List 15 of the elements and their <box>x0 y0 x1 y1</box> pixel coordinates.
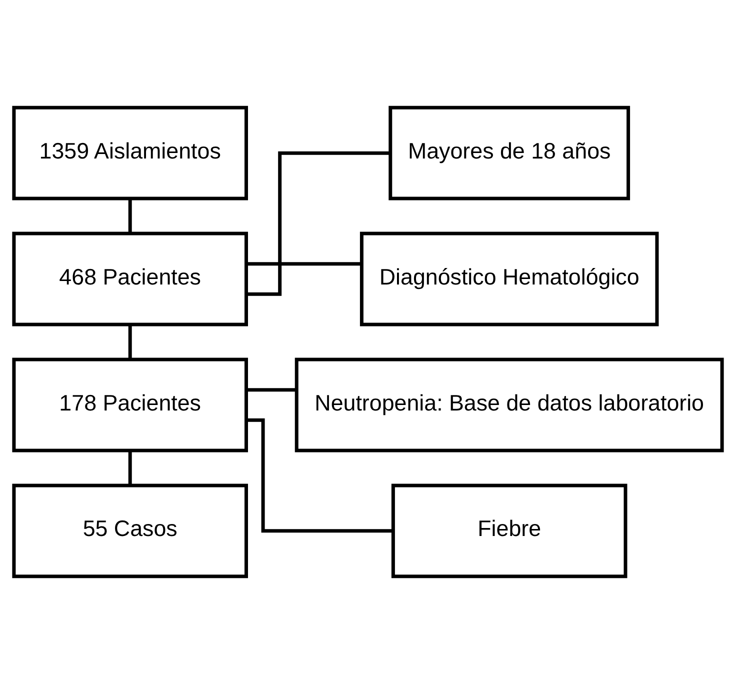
connector <box>128 198 132 234</box>
connector <box>246 418 394 533</box>
node-box: Fiebre <box>391 484 628 578</box>
node-box: 468 Pacientes <box>12 232 248 326</box>
connector <box>128 450 132 486</box>
node-box: Diagnóstico Hematológico <box>360 232 659 326</box>
node-box: 178 Pacientes <box>12 358 248 452</box>
connector <box>246 388 296 392</box>
node-box: Mayores de 18 años <box>388 106 630 200</box>
node-box: 1359 Aislamientos <box>12 106 248 200</box>
connector <box>246 151 390 296</box>
node-box: Neutropenia: Base de datos laboratorio <box>294 358 724 452</box>
node-box: 55 Casos <box>12 484 248 578</box>
connector <box>246 262 362 266</box>
connector <box>128 324 132 360</box>
